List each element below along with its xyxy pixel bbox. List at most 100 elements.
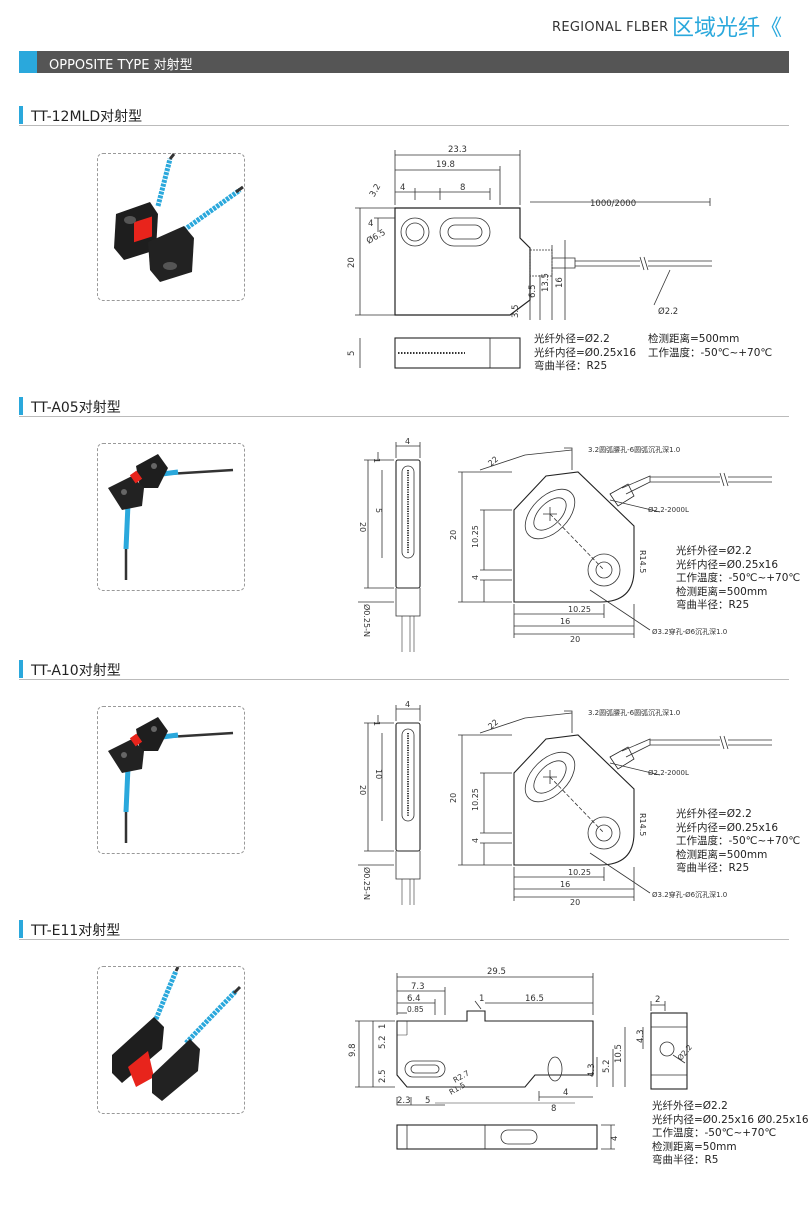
dim-5-2: 5.2: [378, 1035, 388, 1049]
dim-4: 4: [563, 1088, 568, 1098]
dim-20: 20: [358, 522, 367, 532]
dim-thru: Ø3.2穿孔-Ø6沉孔深1.0: [652, 627, 727, 636]
specs-right-tt-12mld: 检测距离=500mm 工作温度：-50℃~+70℃: [648, 333, 772, 360]
section-title-text: TT-E11对射型: [31, 923, 121, 939]
spec-line: 光纤外径=Ø2.2: [676, 545, 752, 557]
dim-10: 10: [374, 769, 383, 779]
dim-16: 16: [555, 277, 565, 288]
spec-line: 工作温度：-50℃~+70℃: [648, 346, 773, 359]
specs-tt-a10: 光纤外径=Ø2.2 光纤内径=Ø0.25x16 工作温度：-50℃~+70℃ 检…: [676, 808, 800, 876]
dim-13-5: 13.5: [541, 273, 551, 292]
drawing-tt-e11: 29.5 7.3 6.4 0.85 1 16.5 9.8 1 5.2 2.5 R…: [348, 967, 694, 1150]
dim-1: 1: [372, 458, 381, 463]
drawing-tt-a10: 4 1 10 20 Ø0.25-N 22 3.2圆弧腰孔-6圆弧沉孔深1.0 Ø…: [358, 700, 772, 907]
dim-10-5: 10.5: [614, 1044, 624, 1063]
header-chinese: 区域光纤《: [672, 16, 783, 41]
spec-line: 检测距离=500mm: [676, 848, 768, 861]
sensor-image: [108, 454, 234, 580]
dim-s2: 2: [655, 995, 660, 1005]
dim-0-85: 0.85: [407, 1005, 424, 1014]
dim-22: 22: [486, 718, 500, 731]
drawing-tt-a05: 4 1 5 20 Ø0.25-N 22 3.2圆弧腰孔-6圆弧沉孔深1.0 Ø2…: [358, 437, 772, 652]
dim-6-5: Ø6.5: [365, 227, 388, 247]
dim-2-5: 2.5: [378, 1069, 388, 1083]
dim-w16: 16: [560, 880, 570, 889]
dim-6-4: 6.4: [407, 994, 421, 1004]
dim-hole: 3.2圆弧腰孔-6圆弧沉孔深1.0: [588, 708, 680, 717]
spec-line: 光纤内径=Ø0.25x16 Ø0.25x16: [652, 1113, 809, 1126]
spec-line: 弯曲半径：R25: [676, 599, 750, 611]
spec-line: 工作温度：-50℃~+70℃: [676, 572, 801, 584]
section-accent: [19, 660, 23, 678]
dim-cable: Ø2.2-2000L: [648, 769, 689, 777]
dim-h20: 20: [449, 793, 458, 803]
banner-label: OPPOSITE TYPE 对射型: [49, 58, 193, 73]
spec-line: 工作温度：-50℃~+70℃: [676, 835, 801, 847]
dim-8: 8: [460, 183, 465, 193]
spec-line: 弯曲半径：R25: [534, 360, 608, 372]
dim-4b: 4: [368, 219, 373, 229]
dim-23-3: 23.3: [448, 145, 467, 155]
dim-5: 5: [347, 351, 357, 356]
drawing-tt-12mld: 23.3 19.8 4 8 3.2 4 Ø6.5 20 1000/2000 3.…: [347, 145, 712, 369]
spec-line: 检测距离=500mm: [676, 585, 768, 598]
dim-w10-25: 10.25: [568, 605, 591, 614]
dim-thru: Ø3.2穿孔-Ø6沉孔深1.0: [652, 890, 727, 899]
specs-left-tt-12mld: 光纤外径=Ø2.2 光纤内径=Ø0.25x16 弯曲半径：R25: [534, 333, 636, 374]
dim-7-3: 7.3: [411, 982, 425, 992]
dim-1-v: 1: [378, 1024, 388, 1029]
section-accent: [19, 106, 23, 124]
dim-5-2b: 5.2: [602, 1059, 612, 1073]
dim-29-5: 29.5: [487, 967, 506, 977]
spec-line: 光纤外径=Ø2.2: [534, 333, 610, 345]
dim-w16: 16: [560, 617, 570, 626]
dim-6-5b: 6.5: [528, 284, 538, 298]
dim-3-5: 3.5: [511, 304, 521, 318]
spec-line: 光纤内径=Ø0.25x16: [534, 346, 637, 359]
banner-accent: [19, 51, 37, 73]
section-divider: [19, 125, 789, 126]
spec-line: 光纤内径=Ø0.25x16: [676, 821, 779, 834]
dim-4: 4: [400, 183, 405, 193]
dim-9-8: 9.8: [348, 1043, 358, 1057]
dim-20: 20: [358, 785, 367, 795]
spec-line: 工作温度：-50℃~+70℃: [652, 1127, 777, 1139]
section-accent: [19, 920, 23, 938]
category-banner: OPPOSITE TYPE 对射型: [19, 51, 789, 73]
sensor-image: [114, 153, 244, 282]
section-divider: [19, 416, 789, 417]
dim-22: 22: [486, 455, 500, 468]
spec-line: 光纤内径=Ø0.25x16: [676, 558, 779, 571]
sensor-image: [112, 966, 242, 1101]
dim-2-3: 2.3: [397, 1096, 411, 1106]
dim-20: 20: [347, 257, 357, 268]
product-photo-tt-e11: [97, 966, 245, 1114]
spec-line: 弯曲半径：R5: [652, 1154, 719, 1166]
dim-w20: 20: [570, 635, 580, 644]
dim-1: 1: [479, 994, 484, 1004]
spec-line: 检测距离=500mm: [648, 333, 740, 345]
dim-r14-5: R14.5: [638, 813, 647, 836]
dim-h10-25: 10.25: [471, 788, 480, 811]
dim-h20: 20: [449, 530, 458, 540]
dim-top-4: 4: [405, 437, 410, 446]
product-photo-tt-12mld: [97, 153, 245, 301]
dim-hole: 3.2圆弧腰孔-6圆弧沉孔深1.0: [588, 445, 680, 454]
product-photo-tt-a05: [97, 443, 245, 591]
dim-top-4: 4: [405, 700, 410, 709]
dim-wire: Ø0.25-N: [362, 867, 372, 900]
section-divider: [19, 679, 789, 680]
product-photo-tt-a10: [97, 706, 245, 854]
dim-5: 5: [374, 508, 383, 513]
dim-16-5: 16.5: [525, 994, 544, 1004]
spec-line: 光纤外径=Ø2.2: [652, 1100, 728, 1112]
dim-3-2: 3.2: [368, 182, 383, 199]
spec-line: 弯曲半径：R25: [676, 862, 750, 874]
spec-line: 光纤外径=Ø2.2: [676, 808, 752, 820]
dim-19-8: 19.8: [436, 160, 455, 170]
dim-5: 5: [425, 1096, 430, 1106]
dim-1000-2000: 1000/2000: [590, 199, 636, 209]
dim-2-2: Ø2.2: [658, 306, 678, 317]
dim-h4: 4: [471, 838, 480, 843]
header-english: REGIONAL FLBER: [552, 20, 669, 35]
